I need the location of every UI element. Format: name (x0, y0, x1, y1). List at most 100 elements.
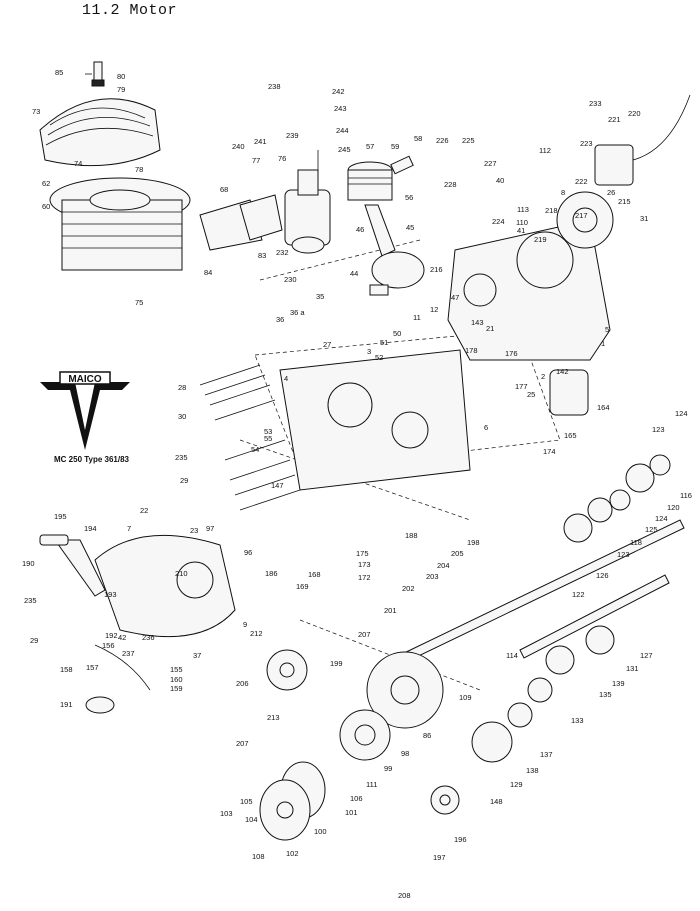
callout-label: 51 (380, 338, 388, 347)
callout-label: 116 (680, 491, 692, 500)
gear-cluster-upper (563, 454, 671, 543)
callout-label: 1 (601, 339, 605, 348)
callout-label: 68 (220, 185, 228, 194)
callout-label: 156 (102, 641, 115, 650)
callout-label: 135 (599, 690, 612, 699)
callout-label: 243 (334, 104, 347, 113)
callout-label: 110 (516, 218, 528, 227)
callout-label: 237 (122, 649, 135, 658)
callout-label: 4 (284, 374, 288, 383)
spark-plug (85, 61, 105, 87)
callout-label: 228 (444, 180, 457, 189)
svg-text:MAICO: MAICO (68, 374, 102, 385)
callout-label: 27 (323, 340, 331, 349)
callout-label: 198 (467, 538, 480, 547)
callout-label: 73 (32, 107, 40, 116)
wrist-pin (390, 155, 414, 175)
callout-label: 165 (564, 431, 577, 440)
callout-label: 188 (405, 531, 418, 540)
callout-label: 29 (180, 476, 188, 485)
callout-label: 215 (618, 197, 631, 206)
callout-label: 142 (556, 367, 569, 376)
callout-label: 99 (384, 764, 392, 773)
callout-label: 101 (345, 808, 358, 817)
callout-label: 22 (140, 506, 148, 515)
callout-label: 7 (127, 524, 131, 533)
callout-label: 2 (541, 372, 545, 381)
callout-label: 44 (350, 269, 358, 278)
callout-label: 40 (496, 176, 504, 185)
callout-label: 45 (406, 223, 414, 232)
callout-label: 137 (540, 750, 553, 759)
callout-label: 126 (596, 571, 609, 580)
callout-label: 202 (402, 584, 415, 593)
callout-label: 77 (252, 156, 260, 165)
cylinder-head (39, 98, 161, 167)
callout-label: 123 (652, 425, 665, 434)
callout-label: 124 (655, 514, 668, 523)
callout-label: 120 (667, 503, 680, 512)
callout-label: 186 (265, 569, 278, 578)
callout-label: 191 (60, 700, 73, 709)
carburetor (284, 150, 331, 254)
callout-label: 60 (42, 202, 50, 211)
callout-label: 96 (244, 548, 252, 557)
callout-label: 148 (490, 797, 503, 806)
callout-label: 114 (506, 651, 518, 660)
shift-drum (549, 369, 589, 416)
callout-label: 125 (645, 525, 658, 534)
callout-label: 112 (539, 146, 551, 155)
callout-label: 210 (175, 569, 188, 578)
callout-label: 84 (204, 268, 212, 277)
callout-label: 230 (284, 275, 297, 284)
callout-label: 232 (276, 248, 289, 257)
callout-label: 160 (170, 675, 183, 684)
callout-label: 36 a (290, 308, 305, 317)
callout-label: 57 (366, 142, 374, 151)
callout-label: 131 (626, 664, 639, 673)
callout-label: 217 (575, 211, 588, 220)
callout-label: 138 (526, 766, 539, 775)
gear-cluster-lower (471, 625, 615, 763)
callout-label: 29 (30, 636, 38, 645)
clutch-cover (94, 534, 236, 638)
callout-label: 204 (437, 561, 450, 570)
callout-label: 23 (190, 526, 198, 535)
callout-label: 194 (84, 524, 97, 533)
callout-label: 127 (640, 651, 653, 660)
callout-label: 236 (142, 633, 155, 642)
callout-label: 239 (286, 131, 299, 140)
callout-label: 74 (74, 159, 82, 168)
callout-label: 98 (401, 749, 409, 758)
callout-label: 226 (436, 136, 449, 145)
ignition-coil (594, 94, 691, 186)
callout-label: 201 (384, 606, 397, 615)
callout-label: 147 (271, 481, 284, 490)
callout-label: 97 (206, 524, 214, 533)
right-crankcase (447, 219, 611, 361)
callout-label: 113 (517, 205, 529, 214)
callout-label: 62 (42, 179, 50, 188)
callout-label: 50 (393, 329, 401, 338)
small-sprocket (430, 785, 460, 815)
callout-label: 55 (264, 434, 272, 443)
callout-label: 175 (356, 549, 369, 558)
callout-label: 155 (170, 665, 183, 674)
callout-label: 174 (543, 447, 556, 456)
callout-label: 8 (561, 188, 565, 197)
model-caption: MC 250 Type 361/83 (54, 455, 130, 464)
shift-lever (85, 644, 151, 714)
piston (347, 161, 393, 201)
callout-label: 225 (462, 136, 475, 145)
callout-label: 242 (332, 87, 345, 96)
callout-label: 222 (575, 177, 588, 186)
callout-label: 100 (314, 827, 327, 836)
callout-label: 143 (471, 318, 484, 327)
callout-label: 178 (465, 346, 478, 355)
callout-label: 196 (454, 835, 467, 844)
callout-label: 172 (358, 573, 371, 582)
callout-label: 159 (170, 684, 183, 693)
callout-label: 216 (430, 265, 443, 274)
callout-label: 241 (254, 137, 267, 146)
